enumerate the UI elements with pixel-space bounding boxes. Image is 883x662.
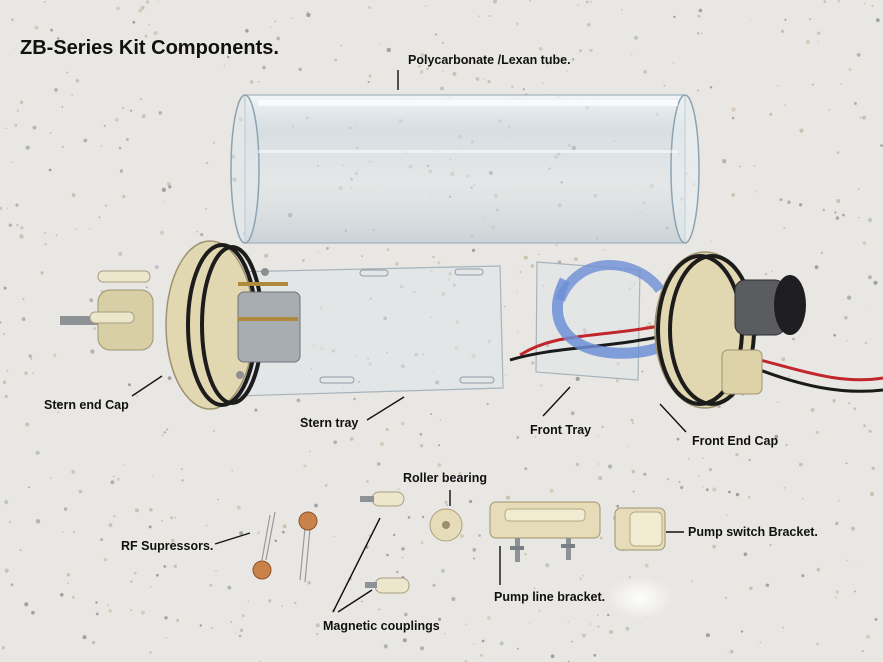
polycarbonate-tube <box>230 94 700 244</box>
pump-switch-bracket <box>614 507 666 551</box>
stern-tray-label: Stern tray <box>300 416 359 430</box>
front-tray <box>535 261 641 381</box>
roller-bearing <box>429 508 463 542</box>
pump-line-bracket <box>489 501 601 562</box>
stern-end-cap <box>60 240 301 410</box>
magnetic-couplings-label: Magnetic couplings <box>323 619 440 633</box>
pump-switch-bracket-label: Pump switch Bracket. <box>688 525 818 539</box>
roller-bearing-label: Roller bearing <box>403 471 488 485</box>
light-glare <box>606 576 674 620</box>
front-end-cap-label: Front End Cap <box>692 434 779 448</box>
rf-supressors <box>252 511 318 583</box>
photo-title: ZB-Series Kit Components. <box>20 37 279 59</box>
front-end-cap <box>509 251 883 409</box>
pump-line-bracket-label: Pump line bracket. <box>494 590 606 604</box>
stern-end-cap-label: Stern end Cap <box>44 398 129 412</box>
rf-supressors-label: RF Supressors. <box>121 539 214 553</box>
tube-label: Polycarbonate /Lexan tube. <box>408 53 571 67</box>
front-tray-label: Front Tray <box>530 423 592 437</box>
